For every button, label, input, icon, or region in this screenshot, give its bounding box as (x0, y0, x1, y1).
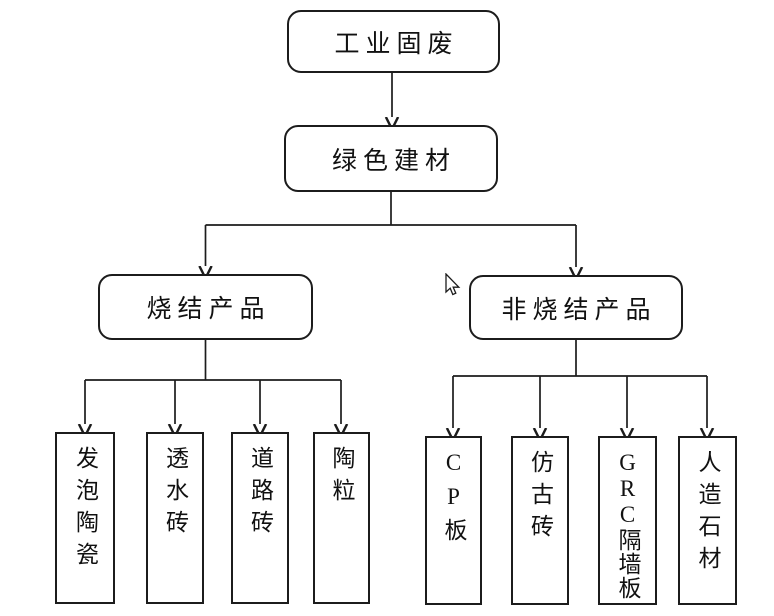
node-cp-board[interactable]: CP板 (425, 436, 482, 605)
node-label: 发泡陶瓷 (72, 446, 98, 574)
node-road-brick[interactable]: 道路砖 (231, 432, 289, 604)
node-label: 陶粒 (329, 446, 354, 510)
node-label: 非烧结产品 (501, 296, 657, 324)
node-industrial-solid-waste[interactable]: 工业固废 (287, 10, 500, 73)
node-green-building-materials[interactable]: 绿色建材 (284, 125, 498, 192)
node-label: GRC隔墙板 (615, 450, 640, 600)
node-permeable-brick[interactable]: 透水砖 (146, 432, 204, 604)
node-non-sintered-products[interactable]: 非烧结产品 (469, 275, 683, 340)
node-grc-partition-board[interactable]: GRC隔墙板 (598, 436, 657, 605)
node-foamed-ceramics[interactable]: 发泡陶瓷 (55, 432, 115, 604)
node-label: 工业固废 (334, 30, 459, 58)
node-label: 人造石材 (695, 450, 720, 578)
node-label: CP板 (441, 450, 466, 550)
node-sintered-products[interactable]: 烧结产品 (98, 274, 313, 340)
node-artificial-stone[interactable]: 人造石材 (678, 436, 737, 605)
node-label: 绿色建材 (331, 147, 456, 175)
arrow-pointer-icon (445, 273, 461, 296)
node-label: 透水砖 (162, 446, 188, 542)
node-antique-brick[interactable]: 仿古砖 (511, 436, 569, 605)
node-label: 仿古砖 (527, 450, 553, 546)
node-ceramsite[interactable]: 陶粒 (313, 432, 370, 604)
node-label: 烧结产品 (146, 296, 271, 323)
node-label: 道路砖 (247, 446, 273, 542)
